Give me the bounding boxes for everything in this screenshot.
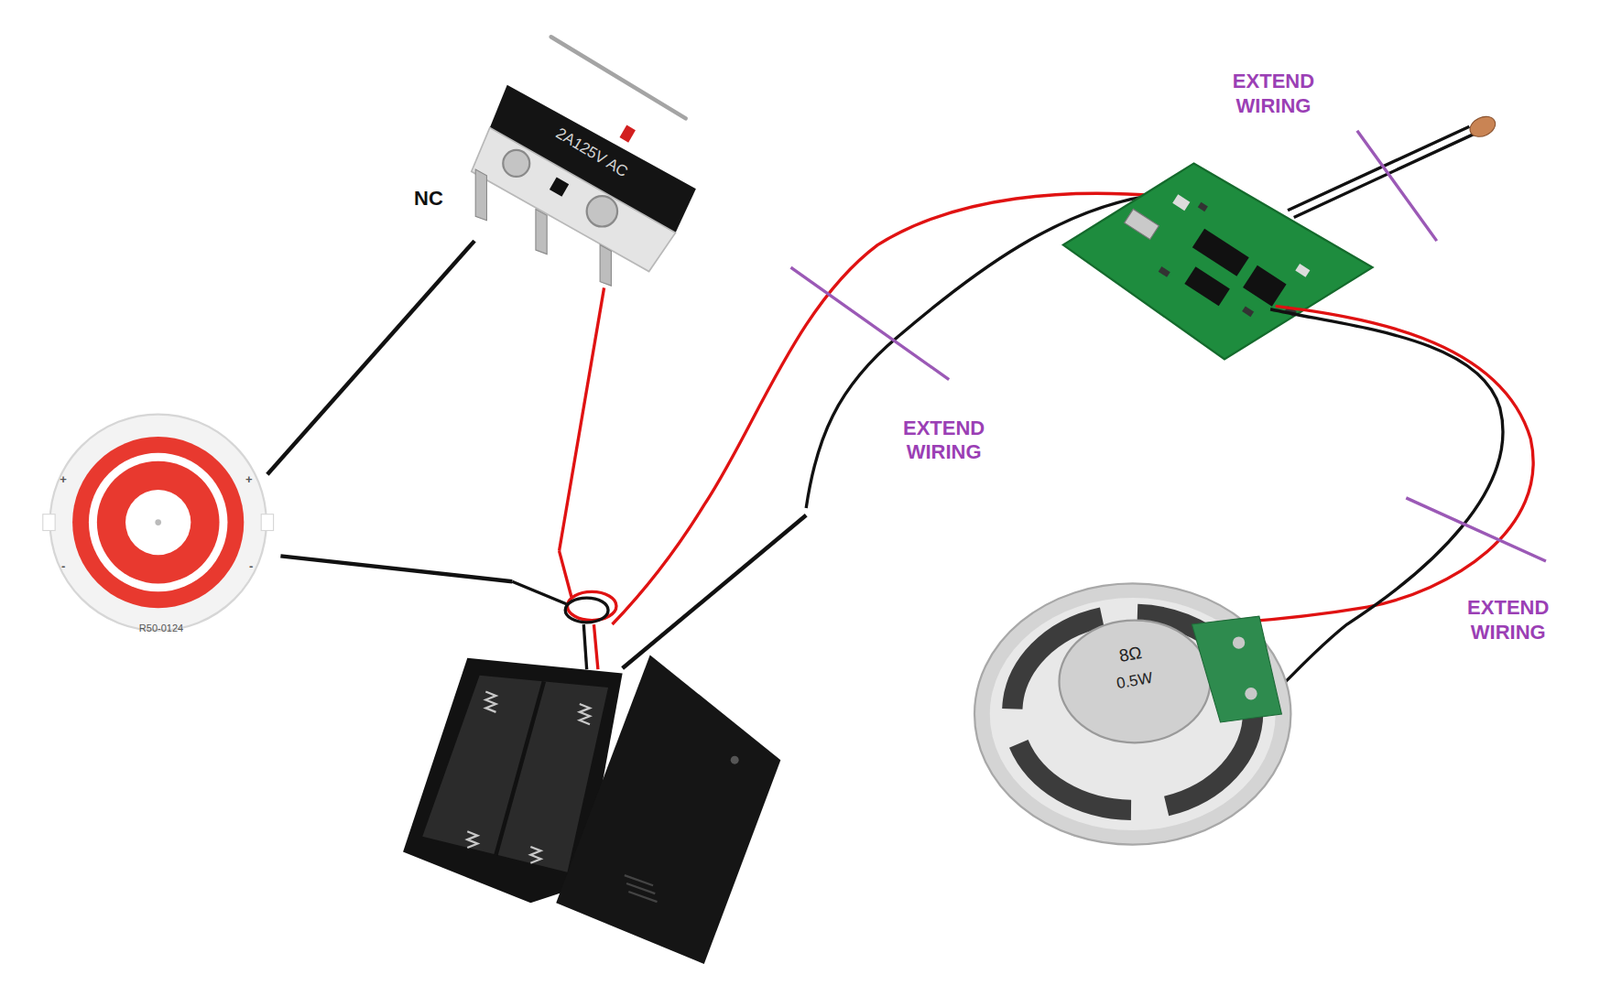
battery-holder-part [495,681,544,855]
micro-switch-part [489,85,697,234]
light-sensor-part [1287,126,1470,210]
cut-mark [790,130,1546,562]
speaker-part [1058,620,1210,744]
extend-note: EXTEND WIRING [1467,596,1549,645]
cut-mark-part [1357,130,1437,241]
polarity-mark: - [61,559,66,575]
battery-holder-part [579,704,590,725]
battery-lead-part [593,624,598,670]
sound-module-part-part [1124,208,1160,240]
sound-module-part-part [1192,228,1250,277]
battery-lead-part [565,598,609,623]
led-board-part [125,489,191,556]
light-sensor [1287,112,1499,218]
extend-note: EXTEND WIRING [1232,69,1315,119]
light-sensor-part [1294,133,1475,218]
micro-switch-part [587,195,618,227]
led-board-part [97,461,220,585]
led-wire-part [267,240,475,475]
micro-switch [471,36,697,286]
part-marking: 8Ω [1117,642,1143,668]
extend-note: EXTEND WIRING [903,416,985,466]
polarity-mark: + [59,472,67,488]
speaker-part [1191,616,1282,723]
sound-module-part-part [1295,263,1310,278]
battery-lead-part [511,581,566,605]
led-board-part [50,414,267,632]
battery-lead-part [622,515,807,669]
speaker-wire-part [1236,305,1534,622]
led-board-part [154,519,162,526]
led-wire-part [280,555,512,582]
speaker-part [1232,636,1245,649]
battery-holder-part [555,654,781,965]
sound-module-part-part [1241,305,1254,317]
battery-lead-part [611,193,1158,625]
cut-mark-part [790,267,949,381]
cut-mark-part [1405,498,1546,562]
sound-module-part-part [1197,202,1209,212]
speaker-part [974,583,1291,845]
polarity-mark: - [249,559,253,575]
speaker-wire-part [1270,309,1503,697]
polarity-mark: + [245,472,253,488]
battery-holder-part [467,831,478,849]
led-board-part [261,514,273,532]
sound-module-part-part [1172,194,1190,211]
battery-holder [402,654,781,965]
light-sensor-part [1467,112,1500,141]
micro-switch-part [502,150,530,177]
led-board-part [43,514,55,532]
sound-module-part-part [1158,266,1171,278]
led-wire [267,240,512,582]
speaker [974,583,1291,845]
micro-switch-part [535,209,547,255]
micro-switch-part [599,245,611,287]
battery-holder-part [530,847,541,864]
led-board-part [72,436,244,609]
micro-switch-part [619,125,635,143]
led-board-part [88,453,229,593]
sound-module-part-part [1242,265,1287,307]
battery-holder-part [485,692,496,713]
micro-switch-part [475,169,487,221]
switch-wire [559,287,605,551]
battery-lead-part [566,591,616,621]
battery-lead-part [583,624,587,670]
speaker-part [1244,687,1257,700]
pin-label: NC [413,186,444,211]
battery-holder-part [628,892,657,903]
sound-module-part [1111,171,1319,347]
battery-lead-part [559,551,572,598]
sound-module-part-part [1184,266,1230,306]
battery-holder-part [730,756,740,765]
part-marking: 2A125V AC [552,124,632,183]
led-board [43,414,274,632]
part-marking: R50-0124 [139,622,184,635]
part-marking: 0.5W [1115,669,1155,695]
micro-switch-part [549,176,569,196]
micro-switch-part [551,36,686,119]
